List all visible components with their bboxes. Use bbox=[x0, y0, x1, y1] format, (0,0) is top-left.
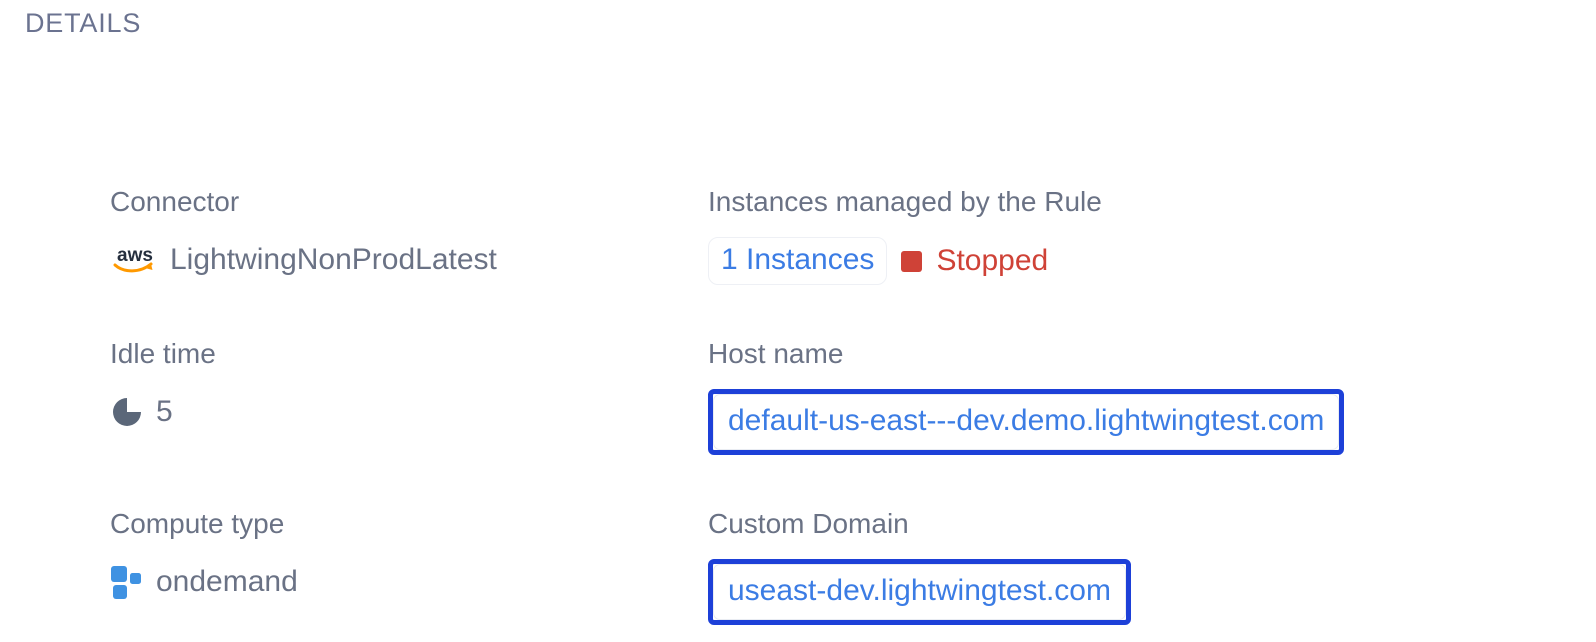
host-name-box: default-us-east---dev.demo.lightwingtest… bbox=[708, 389, 1345, 455]
status-label: Stopped bbox=[936, 244, 1049, 277]
field-compute-type: Compute type ondemand bbox=[110, 507, 708, 625]
compute-squares-icon bbox=[110, 564, 144, 600]
field-connector: Connector aws LightwingNonProdLatest bbox=[110, 185, 708, 285]
host-name-label: Host name bbox=[708, 338, 844, 369]
field-host-name: Host name default-us-east---dev.demo.lig… bbox=[708, 337, 1566, 455]
field-custom-domain: Custom Domain useast-dev.lightwingtest.c… bbox=[708, 507, 1566, 625]
custom-domain-label: Custom Domain bbox=[708, 508, 909, 539]
connector-label: Connector bbox=[110, 186, 240, 217]
status-badge: Stopped bbox=[901, 243, 1048, 279]
page-title: DETAILS bbox=[25, 8, 142, 38]
instances-count-link[interactable]: 1 Instances bbox=[708, 237, 888, 285]
compute-type-value: ondemand bbox=[156, 565, 298, 598]
connector-value: LightwingNonProdLatest bbox=[170, 243, 497, 276]
idle-time-value: 5 bbox=[156, 395, 173, 428]
compute-type-label: Compute type bbox=[110, 508, 285, 539]
custom-domain-box: useast-dev.lightwingtest.com bbox=[708, 559, 1131, 625]
aws-logo-icon: aws bbox=[110, 243, 158, 277]
stopped-square-icon bbox=[901, 250, 923, 272]
host-name-link[interactable]: default-us-east---dev.demo.lightwingtest… bbox=[713, 394, 1340, 450]
idle-time-label: Idle time bbox=[110, 338, 216, 369]
custom-domain-link[interactable]: useast-dev.lightwingtest.com bbox=[713, 564, 1126, 620]
field-instances: Instances managed by the Rule 1 Instance… bbox=[708, 185, 1566, 285]
instances-label: Instances managed by the Rule bbox=[708, 186, 1102, 217]
pie-chart-icon bbox=[110, 395, 144, 429]
field-idle-time: Idle time 5 bbox=[110, 337, 708, 455]
details-grid: Connector aws LightwingNonProdLatest Ins… bbox=[110, 185, 1566, 642]
aws-logo-text: aws bbox=[117, 245, 153, 266]
